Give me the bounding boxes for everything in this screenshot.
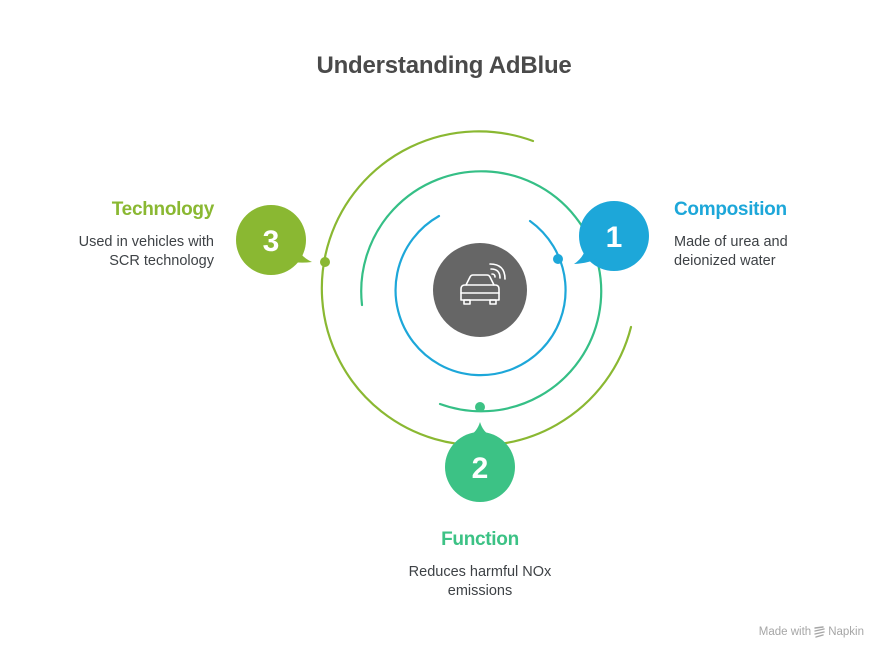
- function-number: 2: [472, 452, 489, 485]
- made-with-label: Made with: [758, 626, 812, 638]
- composition-connector-dot: [553, 254, 563, 264]
- description-line: deionized water: [674, 253, 776, 269]
- composition-number-bubble: 1: [574, 201, 649, 271]
- composition-heading: Composition: [674, 199, 787, 220]
- function-description: Reduces harmful NOx emissions: [378, 563, 582, 601]
- connected-car-icon: [460, 263, 506, 305]
- diagram-title: Understanding AdBlue: [316, 52, 572, 79]
- outer-orbit-arc: [320, 130, 633, 447]
- middle-orbit-arc: [360, 170, 603, 413]
- napkin-attribution[interactable]: Made with Napkin: [759, 626, 864, 638]
- description-line: SCR technology: [109, 253, 214, 269]
- technology-connector-dot: [320, 257, 330, 267]
- description-line: emissions: [447, 583, 513, 599]
- technology-number: 3: [263, 225, 280, 258]
- technology-number-bubble: 3: [236, 205, 312, 275]
- function-number-bubble: 2: [445, 422, 515, 502]
- description-line: Made of urea and: [674, 234, 788, 250]
- function-connector-dot: [475, 402, 485, 412]
- technology-heading: Technology: [111, 199, 215, 220]
- description-line: Used in vehicles with: [78, 234, 214, 250]
- function-heading: Function: [441, 529, 519, 550]
- napkin-logo-icon: [814, 626, 825, 638]
- center-circle: [433, 243, 527, 337]
- technology-description: Used in vehicles with SCR technology: [79, 233, 214, 271]
- napkin-brand-label: Napkin: [828, 626, 864, 638]
- composition-description: Made of urea and deionized water: [674, 233, 788, 271]
- inner-orbit-arc: [394, 214, 567, 377]
- description-line: Reduces harmful NOx: [408, 564, 552, 580]
- composition-number: 1: [606, 221, 623, 254]
